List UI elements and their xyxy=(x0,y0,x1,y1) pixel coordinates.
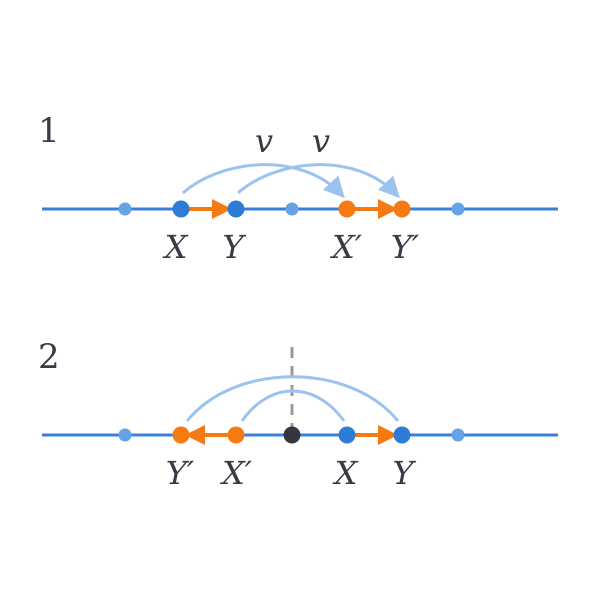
vector-label-v: v xyxy=(255,122,273,160)
point-x-prime xyxy=(338,200,356,218)
label-x-prime: X′ xyxy=(329,228,363,266)
label-y-prime: Y′ xyxy=(391,228,420,266)
arc-x-to-x-prime xyxy=(240,389,346,422)
arc-y-to-y-prime xyxy=(185,375,400,422)
panel-2: 2 Y′ X′ X Y xyxy=(38,337,558,492)
point-tick xyxy=(285,202,299,216)
point-x xyxy=(338,426,356,444)
label-y-prime: Y′ xyxy=(166,454,195,492)
panel-number: 2 xyxy=(38,337,60,377)
point-y-prime xyxy=(172,426,190,444)
point-x-prime xyxy=(227,426,245,444)
vector-label-v: v xyxy=(312,122,330,160)
label-x: X xyxy=(332,454,359,492)
point-x xyxy=(172,200,190,218)
vector-xy-arrowhead xyxy=(378,425,398,445)
label-x: X xyxy=(162,228,189,266)
point-y xyxy=(393,426,411,444)
vector-x-prime-y-prime-arrowhead xyxy=(185,425,205,445)
label-y: Y xyxy=(222,228,246,266)
label-y: Y xyxy=(392,454,416,492)
arc-x-to-x-prime xyxy=(182,163,345,199)
point-y xyxy=(227,200,245,218)
panel-1: 1 v v X Y X′ Y′ xyxy=(38,111,558,266)
point-y-prime xyxy=(393,200,411,218)
arc-y-to-y-prime xyxy=(237,163,400,199)
point-tick xyxy=(118,428,132,442)
point-center xyxy=(283,426,301,444)
point-tick xyxy=(118,202,132,216)
point-tick xyxy=(451,202,465,216)
vector-xy-arrowhead xyxy=(212,199,232,219)
panel-number: 1 xyxy=(38,111,60,151)
label-x-prime: X′ xyxy=(219,454,253,492)
vector-x-prime-y-prime-arrowhead xyxy=(378,199,398,219)
point-tick xyxy=(451,428,465,442)
